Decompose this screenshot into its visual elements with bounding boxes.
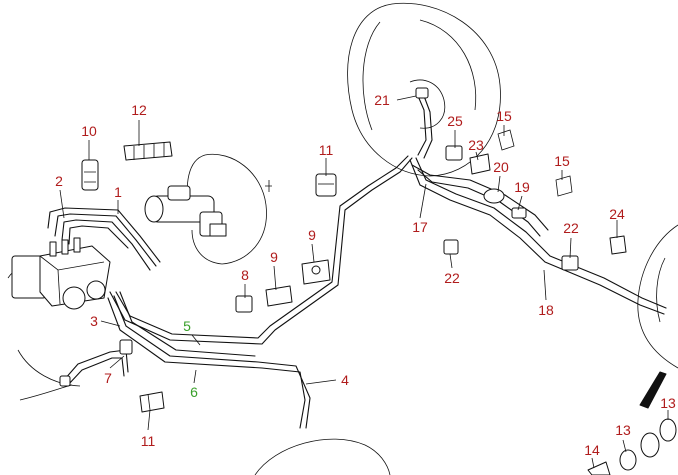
callout-17: 17	[412, 219, 428, 235]
callout-13-right: 13	[660, 395, 676, 411]
callout-18: 18	[538, 302, 554, 318]
callout-7: 7	[104, 370, 112, 386]
rear-right-wheel-drum	[347, 2, 501, 177]
callout-22-right: 22	[563, 220, 579, 236]
callout-9-right: 9	[308, 227, 316, 243]
callout-13-mid: 13	[615, 422, 631, 438]
pipe-clamp-11-bottom	[139, 391, 165, 413]
callout-11-bottom: 11	[141, 433, 156, 449]
callout-23: 23	[468, 137, 484, 153]
callout-1: 1	[114, 184, 122, 200]
callout-25: 25	[447, 113, 463, 129]
clip-22-right	[561, 255, 579, 271]
connector-19	[511, 207, 527, 219]
clip-25	[445, 145, 463, 161]
callout-15-right: 15	[554, 153, 570, 169]
callout-10: 10	[81, 123, 97, 139]
callout-14: 14	[584, 442, 600, 458]
callout-9-left: 9	[270, 249, 278, 265]
pipe-clamp-9-left	[265, 285, 293, 307]
clip-20	[483, 188, 505, 204]
callout-3: 3	[90, 313, 98, 329]
callout-20: 20	[493, 159, 509, 175]
callout-24: 24	[609, 206, 625, 222]
rear-left-drum-bottom	[254, 438, 391, 475]
pipe-clamp-9-right	[301, 259, 331, 285]
clip-23	[469, 153, 491, 175]
pipe-clamp-11-top	[315, 173, 337, 197]
callout-6: 6	[190, 384, 198, 400]
callout-11-top: 11	[319, 142, 334, 158]
callout-5: 5	[183, 318, 191, 334]
callout-21: 21	[374, 92, 390, 108]
clip-15-right	[555, 175, 573, 197]
clip-22-mid	[443, 239, 459, 255]
abs-hydraulic-unit	[11, 237, 111, 310]
front-brake-hose	[59, 339, 133, 387]
master-cylinder	[144, 185, 227, 237]
pipe-clamp-8	[235, 295, 253, 313]
callout-labels: 21 25 15 23 12 10 11 20 15 19 2 1 17 24 …	[55, 92, 676, 458]
callout-8: 8	[241, 267, 249, 283]
rear-brake-hose	[415, 87, 433, 159]
clip-15-top	[497, 129, 515, 151]
callout-15-top: 15	[496, 108, 512, 124]
brake-pipe-bundle	[47, 155, 667, 429]
callout-19: 19	[514, 179, 530, 195]
callout-12: 12	[131, 102, 147, 118]
clip-24	[609, 235, 627, 255]
front-hose-fittings	[587, 371, 677, 475]
front-right-wheel-arc	[637, 224, 678, 369]
callout-2: 2	[55, 173, 63, 189]
pipe-clamp-10	[81, 159, 99, 191]
leader-lines	[59, 95, 669, 469]
pipe-clamp-12	[123, 141, 173, 161]
callout-4: 4	[341, 372, 349, 388]
callout-22-mid: 22	[444, 270, 460, 286]
